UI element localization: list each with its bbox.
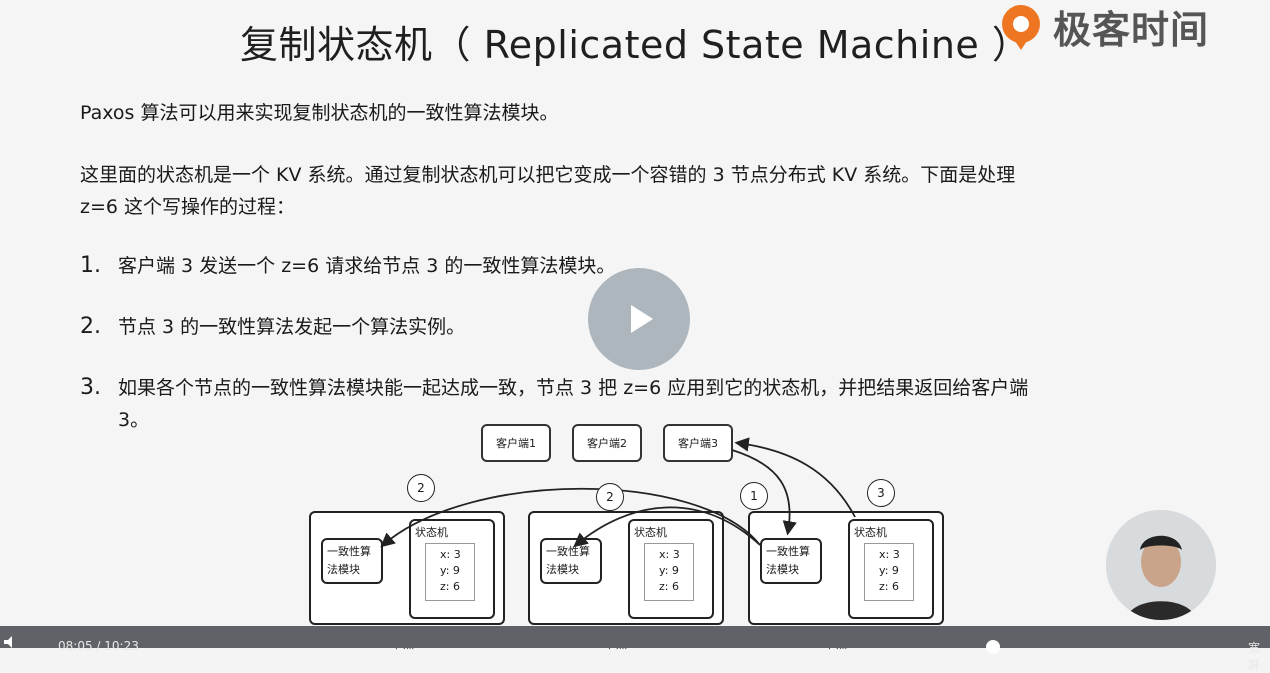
- consensus-label-line: 法模块: [546, 563, 579, 576]
- step-number: 2.: [80, 314, 101, 339]
- time-display: 08:05 / 10:23: [58, 639, 139, 653]
- volume-icon[interactable]: [4, 636, 20, 648]
- consensus-label-line: 法模块: [327, 563, 360, 576]
- consensus-label-line: 一致性算: [766, 545, 810, 558]
- state-machine: 状态机 x: 3 y: 9 z: 6: [848, 519, 934, 619]
- step-1: 1. 客户端 3 发送一个 z=6 请求给节点 3 的一致性算法模块。: [80, 250, 615, 282]
- state-machine: 状态机 x: 3 y: 9 z: 6: [628, 519, 714, 619]
- step-2: 2. 节点 3 的一致性算法发起一个算法实例。: [80, 311, 465, 343]
- state-machine: 状态机 x: 3 y: 9 z: 6: [409, 519, 495, 619]
- step-badge: 3: [867, 479, 895, 507]
- kv-store: x: 3 y: 9 z: 6: [644, 543, 694, 601]
- consensus-module: 一致性算 法模块: [540, 538, 602, 584]
- step-number: 1.: [80, 253, 101, 278]
- arrow-client3-request: [731, 449, 797, 536]
- presenter-image: [1106, 510, 1216, 620]
- brand-name: 极客时间: [1053, 7, 1210, 52]
- kv-store: x: 3 y: 9 z: 6: [425, 543, 475, 601]
- state-machine-label: 状态机: [854, 526, 887, 539]
- kv-entry: z: 6: [879, 580, 899, 593]
- consensus-label-line: 一致性算: [546, 545, 590, 558]
- consensus-module: 一致性算 法模块: [321, 538, 383, 584]
- kv-entry: y: 9: [879, 564, 899, 577]
- presenter-avatar: [1106, 510, 1216, 620]
- step-text: 客户端 3 发送一个 z=6 请求给节点 3 的一致性算法模块。: [118, 255, 616, 277]
- play-button[interactable]: [588, 268, 690, 370]
- state-machine-label: 状态机: [415, 526, 448, 539]
- widescreen-button[interactable]: 宽屏: [1248, 641, 1261, 672]
- node-1: 一致性算 法模块 状态机 x: 3 y: 9 z: 6: [309, 511, 505, 625]
- video-controls: 08:05 / 10:23 宽屏: [0, 626, 1270, 672]
- brand: 极客时间: [995, 0, 1209, 52]
- step-text: 如果各个节点的一致性算法模块能一起达成一致，节点 3 把 z=6 应用到它的状态…: [118, 377, 1029, 399]
- kv-entry: x: 3: [879, 548, 900, 561]
- step-number: 3.: [80, 375, 101, 400]
- arrow-propose-node1: [380, 487, 761, 548]
- consensus-label-line: 法模块: [766, 563, 799, 576]
- paragraph-kv-2: z=6 这个写操作的过程：: [80, 196, 296, 218]
- consensus-module: 一致性算 法模块: [760, 538, 822, 584]
- kv-entry: x: 3: [659, 548, 680, 561]
- client-1: 客户端1: [481, 424, 551, 462]
- node-2: 一致性算 法模块 状态机 x: 3 y: 9 z: 6: [528, 511, 724, 625]
- state-machine-label: 状态机: [634, 526, 667, 539]
- progress-knob[interactable]: [986, 640, 1000, 654]
- step-badge: 1: [740, 482, 768, 510]
- paragraph-intro: Paxos 算法可以用来实现复制状态机的一致性算法模块。: [80, 102, 559, 124]
- client-3: 客户端3: [663, 424, 733, 462]
- kv-store: x: 3 y: 9 z: 6: [864, 543, 914, 601]
- consensus-label-line: 一致性算: [327, 545, 371, 558]
- step-3: 3. 如果各个节点的一致性算法模块能一起达成一致，节点 3 把 z=6 应用到它…: [80, 372, 1029, 431]
- slide: 复制状态机（ Replicated State Machine ） 极客时间 P…: [80, 0, 1216, 651]
- arrow-propose-node2: [573, 506, 761, 548]
- kv-entry: x: 3: [440, 548, 461, 561]
- kv-entry: z: 6: [659, 580, 679, 593]
- geektime-logo-icon: [1002, 5, 1040, 50]
- step-badge: 2: [407, 474, 435, 502]
- page-title: 复制状态机（ Replicated State Machine ）: [240, 23, 1031, 67]
- step-text-continued: 3。: [118, 409, 150, 431]
- arrow-response-client3: [734, 437, 856, 518]
- diagram-arrows: [380, 437, 856, 548]
- play-icon: [631, 305, 653, 333]
- node-3: 一致性算 法模块 状态机 x: 3 y: 9 z: 6: [748, 511, 944, 625]
- kv-entry: y: 9: [440, 564, 460, 577]
- step-badge: 2: [596, 483, 624, 511]
- paragraph-kv-1: 这里面的状态机是一个 KV 系统。通过复制状态机可以把它变成一个容错的 3 节点…: [80, 164, 1016, 186]
- step-text: 节点 3 的一致性算法发起一个算法实例。: [118, 316, 466, 338]
- kv-entry: y: 9: [659, 564, 679, 577]
- client-2: 客户端2: [572, 424, 642, 462]
- kv-entry: z: 6: [440, 580, 460, 593]
